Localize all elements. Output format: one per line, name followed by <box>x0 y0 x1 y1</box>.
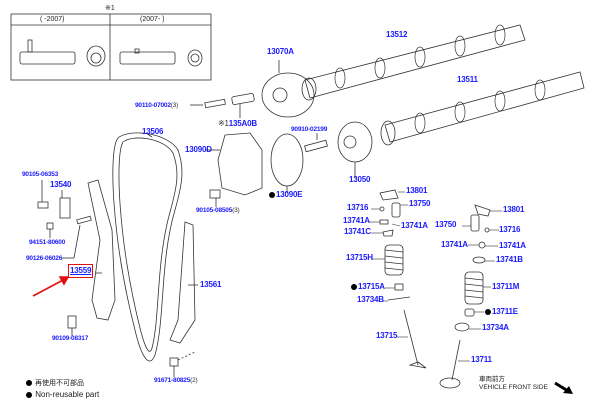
inset-note-mark: ※1 <box>105 5 115 12</box>
legend-non-reusable-jp: 再使用不可部品 <box>26 379 84 388</box>
part-label-13090E[interactable]: 13090E <box>269 190 303 200</box>
note-mark: ※1 <box>218 119 229 128</box>
part-number: 13090E <box>276 190 303 199</box>
part-label-13511[interactable]: 13511 <box>457 75 478 84</box>
bolt-91671 <box>169 351 196 377</box>
bolt-90109 <box>67 315 77 336</box>
vehicle-front-en: VEHICLE FRONT SIDE <box>479 384 548 391</box>
legend-text: Non-reusable part <box>35 390 100 399</box>
part-number: 135A0B <box>228 119 257 128</box>
timing-chain-13506 <box>112 132 183 362</box>
part-number: 90105-08505 <box>196 207 233 214</box>
part-label-13741A-intake-1[interactable]: 13741A <box>343 216 370 225</box>
non-reusable-dot-icon <box>269 191 275 198</box>
part-label-90110-07002[interactable]: 90110-07002(3) <box>135 101 178 111</box>
part-number: 91671-80825 <box>154 377 191 384</box>
camshaft-13511 <box>380 71 585 146</box>
part-label-90910-02199[interactable]: 90910-02199 <box>291 126 328 133</box>
inset-col-right: (2007- ) <box>140 16 165 23</box>
part-label-13050[interactable]: 13050 <box>349 175 371 184</box>
part-label-13711E[interactable]: 13711E <box>485 307 518 317</box>
camshaft-13512 <box>301 24 526 101</box>
vvt-gear-13050 <box>337 121 373 178</box>
part-label-91671-80825[interactable]: 91671-80825(2) <box>154 376 198 386</box>
part-label-13741A-exhaust-2[interactable]: 13741A <box>499 241 526 250</box>
part-label-13540[interactable]: 13540 <box>50 180 72 189</box>
non-reusable-dot-icon <box>26 379 32 386</box>
nut-94151 <box>46 222 54 238</box>
quantity: (3) <box>232 207 240 214</box>
non-reusable-dot-icon <box>351 283 357 290</box>
inset-variant-box <box>10 13 212 81</box>
legend-text: 再使用不可部品 <box>34 380 84 387</box>
valve-train-intake <box>379 189 427 369</box>
part-number: 13715A <box>358 282 385 291</box>
part-label-13750-intake[interactable]: 13750 <box>409 199 431 208</box>
part-label-13512[interactable]: 13512 <box>386 30 408 39</box>
bolt-90105-06353 <box>37 180 49 209</box>
part-label-13716-exhaust[interactable]: 13716 <box>499 225 521 234</box>
oil-control-valve-135A0B <box>231 93 255 118</box>
legend-non-reusable-en: Non-reusable part <box>26 390 99 399</box>
stud-90126 <box>62 215 92 259</box>
chain-case-13090D <box>205 132 263 196</box>
oil-control-valve-new-icon <box>119 48 203 67</box>
part-label-13711M[interactable]: 13711M <box>492 282 520 291</box>
part-label-13715A[interactable]: 13715A <box>351 282 385 292</box>
part-label-13715[interactable]: 13715 <box>376 331 398 340</box>
part-label-13559-highlighted[interactable]: 13559 <box>67 264 94 278</box>
part-label-90126-06026[interactable]: 90126-06026 <box>26 255 63 262</box>
part-label-135A0B[interactable]: ※1135A0B <box>218 119 257 129</box>
highlight-arrow <box>32 276 70 297</box>
part-number: 90110-07002 <box>135 102 171 109</box>
part-label-90109-08317[interactable]: 90109-08317 <box>52 335 89 342</box>
part-label-13070A[interactable]: 13070A <box>267 47 294 56</box>
part-label-13715H[interactable]: 13715H <box>346 253 373 262</box>
part-label-13741B[interactable]: 13741B <box>496 255 523 264</box>
arrow-head <box>563 386 573 394</box>
part-label-13716-intake[interactable]: 13716 <box>347 203 369 212</box>
part-label-90105-06353[interactable]: 90105-06353 <box>22 171 59 178</box>
valve-train-exhaust <box>439 204 491 389</box>
arrow-down-right-icon <box>554 381 569 393</box>
chain-slipper-guide-13559 <box>87 179 116 321</box>
part-label-13506[interactable]: 13506 <box>142 127 164 136</box>
quantity: (3) <box>170 102 179 109</box>
bolt-90110 <box>190 98 226 109</box>
part-label-13711[interactable]: 13711 <box>471 355 492 364</box>
part-label-13750-exhaust[interactable]: 13750 <box>435 220 457 229</box>
chain-damper-13561 <box>169 221 198 344</box>
quantity: (2) <box>190 377 198 384</box>
vvt-gear-13070A <box>261 60 315 118</box>
part-label-13734B[interactable]: 13734B <box>357 295 384 304</box>
inset-col-left: ( -2007) <box>40 16 65 23</box>
part-number: 13711E <box>492 307 518 316</box>
part-label-13741C[interactable]: 13741C <box>344 227 371 236</box>
oil-control-valve-old-icon <box>19 39 106 67</box>
non-reusable-dot-icon <box>485 308 491 315</box>
part-label-13741A-exhaust-1[interactable]: 13741A <box>441 240 468 249</box>
bolt-90910 <box>304 133 328 153</box>
part-label-13801-intake[interactable]: 13801 <box>406 186 428 195</box>
part-label-90105-08505[interactable]: 90105-08505(3) <box>196 206 240 216</box>
part-label-13801-exhaust[interactable]: 13801 <box>503 205 525 214</box>
non-reusable-dot-icon <box>26 391 32 398</box>
vehicle-front-jp: 車両前方 <box>479 376 505 383</box>
leader-lines <box>369 191 502 362</box>
tensioner-13540 <box>59 190 71 219</box>
part-label-13561[interactable]: 13561 <box>200 280 222 289</box>
gasket-13090E <box>270 133 304 193</box>
part-label-94151-80600[interactable]: 94151-80600 <box>29 239 66 246</box>
part-label-13090D[interactable]: 13090D <box>185 145 212 154</box>
part-label-13741A-intake-2[interactable]: 13741A <box>401 221 428 230</box>
bolt-90105-08505 <box>209 189 221 207</box>
part-label-13734A[interactable]: 13734A <box>482 323 509 332</box>
